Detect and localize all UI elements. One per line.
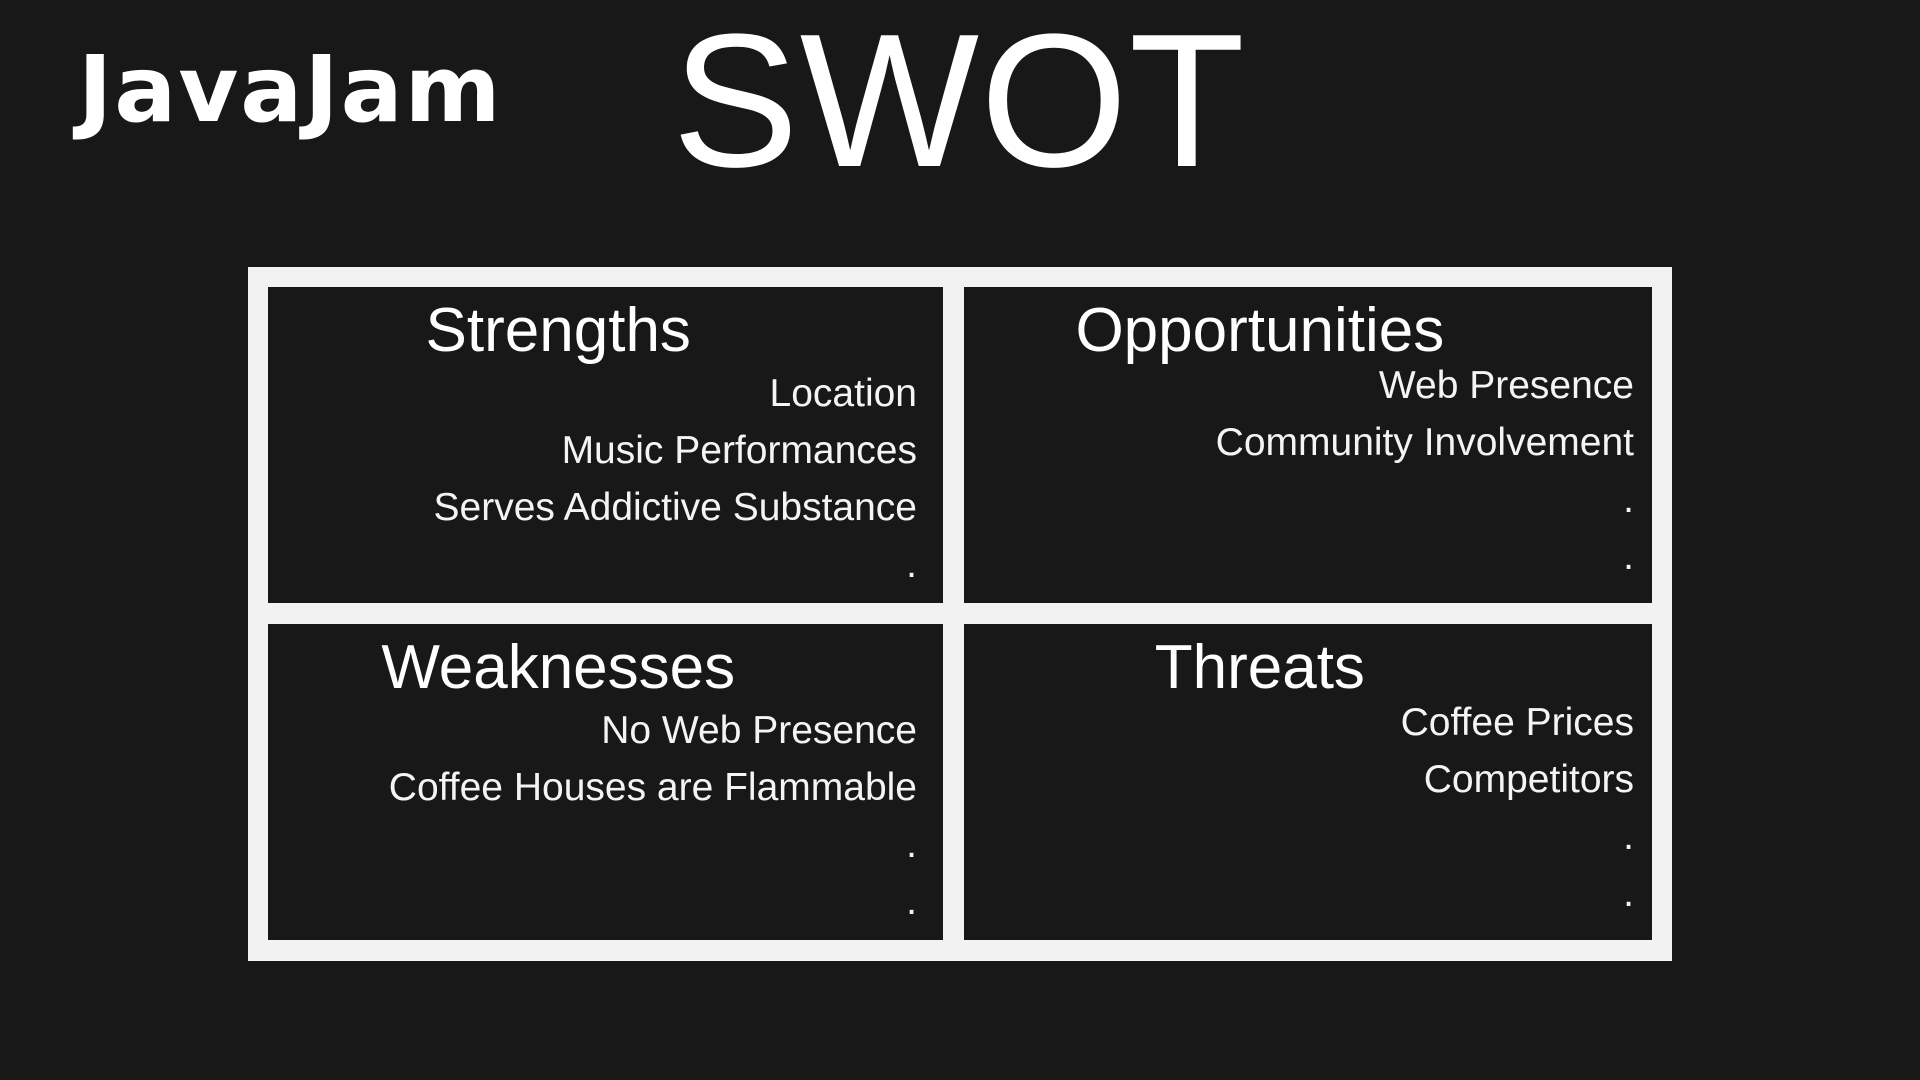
- list-item: Serves Addictive Substance: [433, 486, 917, 529]
- list-item: .: [1623, 872, 1634, 915]
- list-item: .: [906, 543, 917, 586]
- opportunities-title: Opportunities: [1075, 296, 1445, 365]
- list-item: No Web Presence: [601, 709, 917, 752]
- list-item: Community Involvement: [1215, 421, 1634, 464]
- opportunities-list: Web Presence Community Involvement . .: [1216, 357, 1634, 585]
- list-item: .: [906, 823, 917, 866]
- weaknesses-title: Weaknesses: [381, 633, 736, 702]
- list-item: Web Presence: [1378, 364, 1634, 407]
- threats-list: Coffee Prices Competitors . .: [1401, 694, 1634, 922]
- list-item: .: [1623, 535, 1634, 578]
- strengths-title: Strengths: [425, 296, 691, 365]
- list-item: Music Performances: [561, 429, 917, 472]
- javajam-logo: JavaJam: [78, 36, 503, 143]
- strengths-list: Location Music Performances Serves Addic…: [434, 365, 917, 593]
- list-item: Coffee Houses are Flammable: [388, 766, 917, 809]
- threats-quadrant: Threats Coffee Prices Competitors . .: [964, 624, 1652, 940]
- threats-title: Threats: [1154, 633, 1365, 702]
- swot-grid: Strengths Location Music Performances Se…: [248, 267, 1672, 961]
- list-item: .: [1623, 478, 1634, 521]
- list-item: .: [906, 880, 917, 923]
- weaknesses-list: No Web Presence Coffee Houses are Flamma…: [389, 702, 917, 930]
- opportunities-quadrant: Opportunities Web Presence Community Inv…: [964, 287, 1652, 603]
- weaknesses-quadrant: Weaknesses No Web Presence Coffee Houses…: [268, 624, 943, 940]
- strengths-quadrant: Strengths Location Music Performances Se…: [268, 287, 943, 603]
- list-item: Location: [769, 372, 917, 415]
- list-item: Coffee Prices: [1400, 701, 1634, 744]
- page-title: SWOT: [672, 0, 1246, 207]
- list-item: .: [1623, 815, 1634, 858]
- list-item: Competitors: [1423, 758, 1634, 801]
